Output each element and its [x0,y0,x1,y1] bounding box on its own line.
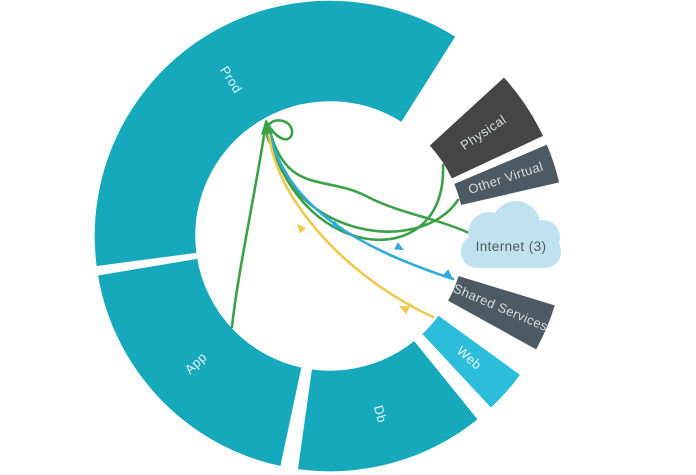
segment-app[interactable] [96,257,303,468]
arrowhead-web-to-prod-1 [297,224,307,234]
flow-web-to-prod[interactable] [266,124,435,319]
flow-prod-to-other-virtual[interactable] [266,122,460,233]
segment-web[interactable] [420,313,522,410]
flow-app-to-prod[interactable] [230,120,268,329]
segment-other-virtual[interactable] [452,142,561,207]
segment-db[interactable] [296,339,480,473]
arrowhead-prod-to-shared-0 [331,220,341,229]
internet-cloud-icon[interactable]: Internet (3) [461,201,561,268]
label-internet: Internet (3) [476,239,547,254]
arrowhead-web-to-prod-0 [399,306,410,315]
arrowhead-prod-to-shared-1 [394,242,404,250]
label-db: Db [371,404,390,425]
flow-prod-to-internet[interactable] [266,122,471,235]
segment-shared-services[interactable] [446,274,557,352]
flow-prod-to-physical[interactable] [266,122,445,242]
arrowhead-prod-to-shared-2 [442,269,453,279]
segment-physical[interactable] [427,75,545,181]
arrowhead-prod-in [260,119,275,135]
segment-prod[interactable] [93,0,458,268]
